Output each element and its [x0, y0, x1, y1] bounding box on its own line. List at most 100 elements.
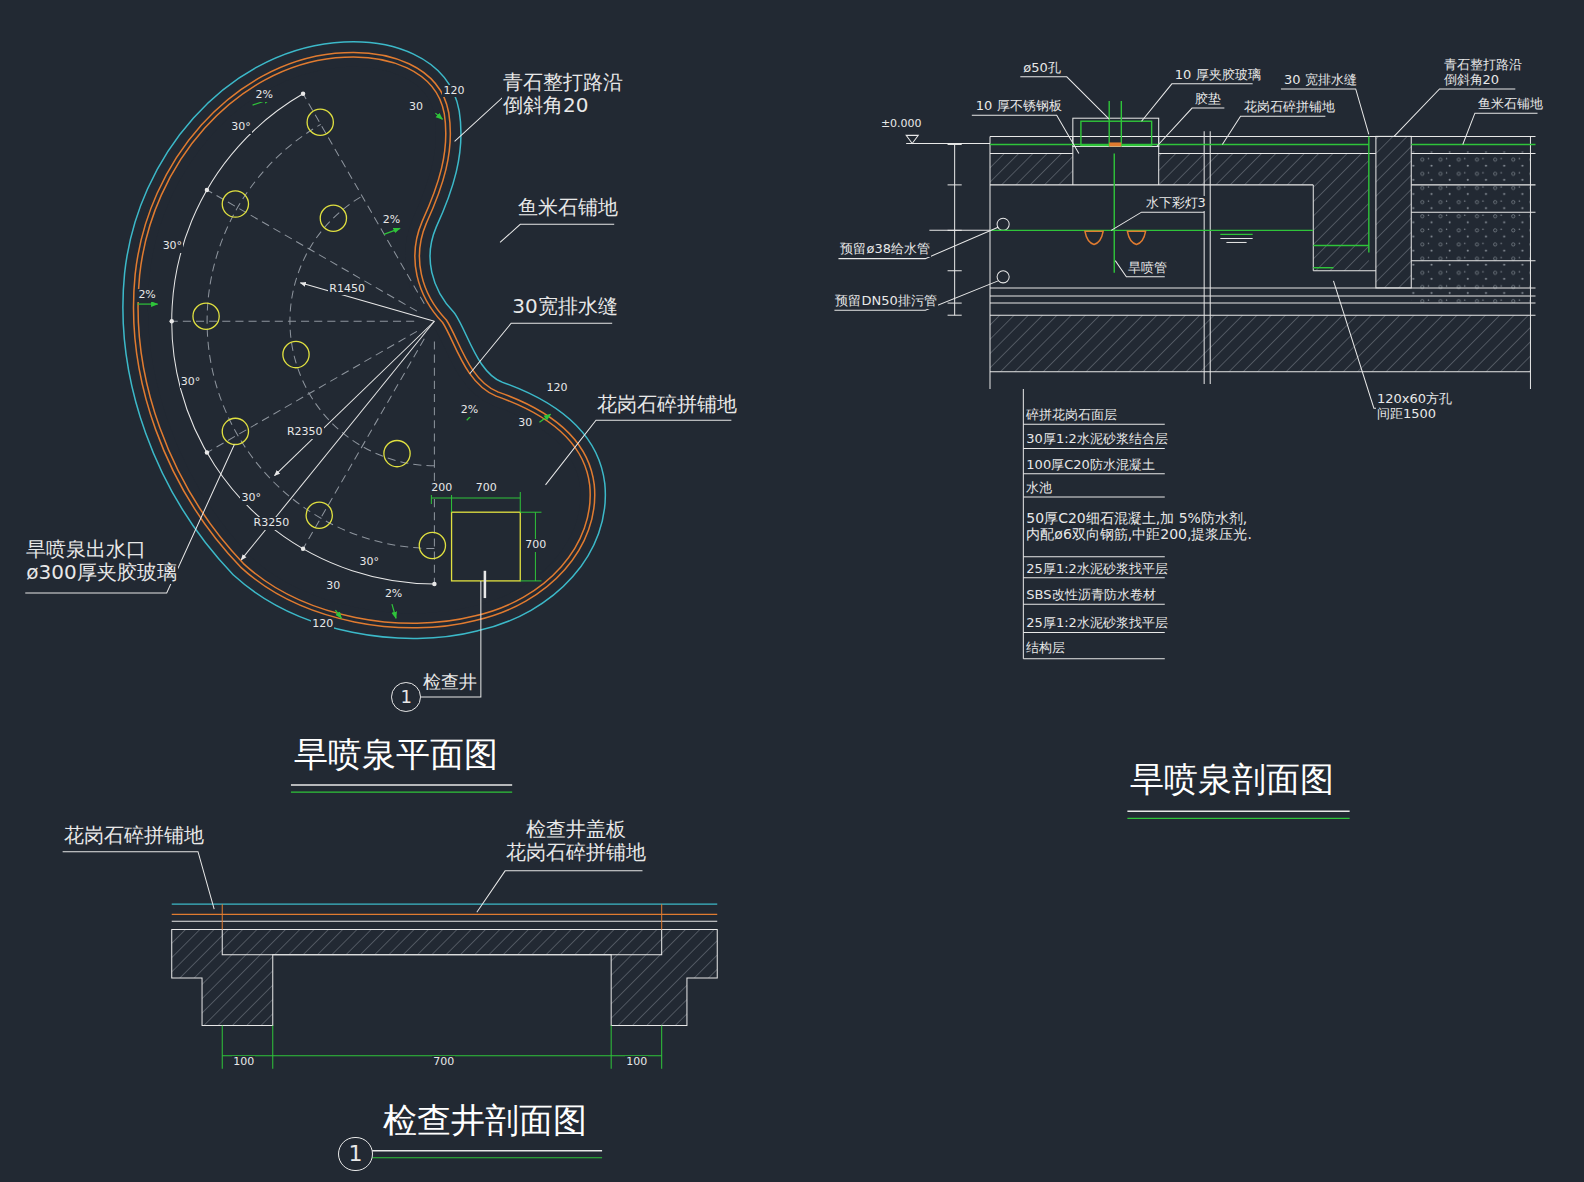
slope-arrows — [392, 604, 396, 618]
fountain-section — [990, 287, 1536, 288]
section-leaders — [972, 115, 1079, 153]
dimension: 100 — [232, 1056, 255, 1069]
dimension: 200 — [430, 482, 453, 495]
material-callout: 30 宽排水缝 — [1283, 73, 1358, 88]
fountain-section — [1411, 260, 1535, 261]
dimension: 30 — [408, 101, 424, 114]
section-leaders — [834, 77, 1537, 659]
fountain-section — [990, 230, 1313, 231]
dimension: 120 — [311, 618, 334, 631]
slope-arrows — [137, 303, 157, 304]
dimension: 120 — [442, 85, 465, 98]
inspection-well-section — [63, 852, 718, 1069]
layer-note: 水池 — [1025, 481, 1053, 496]
fountain-section — [906, 135, 918, 143]
fountain-section — [990, 303, 1536, 304]
fountain-layout-fan — [170, 319, 174, 323]
fountain-section — [948, 184, 962, 185]
fountain-section — [1085, 231, 1146, 244]
fountain-section — [948, 315, 962, 316]
fountain-section — [990, 184, 1313, 185]
fountain-layout-fan — [170, 92, 446, 587]
callout-circle: 1 — [338, 1137, 372, 1171]
inspection-well-section — [172, 921, 718, 922]
slope-arrows — [539, 414, 550, 422]
fountain-section — [1411, 212, 1535, 213]
inspection-well-section — [477, 871, 643, 912]
section-leaders — [1023, 389, 1024, 659]
section-leaders — [838, 227, 998, 258]
fountain-layout-fan — [434, 341, 435, 585]
fountain-section — [1210, 131, 1211, 384]
slope: 2% — [137, 289, 156, 302]
fountain-section — [1121, 101, 1122, 146]
fountain-section — [1411, 153, 1535, 154]
material-callout: 120x60方孔 间距1500 — [1376, 392, 1453, 422]
fountain-section — [948, 270, 962, 271]
material-callout: 30宽排水缝 — [511, 295, 618, 318]
layer-note: 碎拼花岗石面层 — [1025, 408, 1118, 423]
inspection-well-plan — [520, 512, 541, 513]
inspection-well-plan — [484, 571, 487, 598]
dimension: 700 — [475, 482, 498, 495]
slope: 2% — [384, 588, 403, 601]
fountain-outline — [136, 55, 593, 626]
fountain-layout-fan — [205, 331, 417, 453]
fountain-section — [1368, 136, 1369, 252]
slope: 2% — [382, 214, 401, 227]
inspection-well-section — [272, 1025, 273, 1068]
fountain-section — [906, 143, 990, 144]
fountain-layout-fan — [320, 205, 346, 231]
layer-note: 25厚1:2水泥砂浆找平层 — [1025, 562, 1168, 577]
material-callout: 10 厚夹胶玻璃 — [1174, 68, 1262, 83]
fountain-section — [1313, 245, 1369, 246]
title-underlines — [291, 784, 512, 785]
fountain-section — [989, 136, 990, 389]
fountain-section — [1226, 242, 1246, 243]
fountain-section — [1108, 101, 1109, 146]
fountain-outline — [136, 55, 593, 626]
layer-note: 50厚C20细石混凝土,加 5%防水剂, 内配ø6双向钢筋,中距200,提浆压光… — [1025, 510, 1289, 542]
plan-leaders — [500, 224, 614, 242]
layer-note: 30厚1:2水泥砂浆结合层 — [1025, 432, 1168, 447]
fountain-section — [1073, 118, 1159, 146]
fountain-layout-fan — [207, 124, 434, 548]
fountain-section — [1127, 231, 1145, 244]
fountain-layout-fan — [283, 341, 309, 367]
fountain-section — [997, 271, 1009, 283]
angle: 30° — [230, 121, 252, 134]
material-callout: 旱喷管 — [1127, 261, 1168, 276]
title-underlines — [372, 1157, 602, 1158]
fountain-section — [990, 154, 1073, 185]
material-callout: 检查井盖板 花岗石碎拼铺地 — [505, 818, 647, 864]
fountain-outline — [136, 55, 593, 626]
title-underlines — [291, 785, 1350, 1158]
section-leaders — [1023, 604, 1164, 605]
fountain-layout-fan — [205, 189, 417, 311]
material-callout: 胶垫 — [1194, 92, 1222, 107]
slope-arrows — [137, 99, 550, 618]
fountain-layout-fan — [432, 582, 436, 586]
slope-arrows — [335, 610, 341, 618]
radius: R1450 — [328, 283, 366, 296]
dimension: 30 — [325, 580, 341, 593]
section-leaders — [1023, 577, 1164, 578]
fountain-layout-fan — [301, 547, 305, 551]
section-leaders — [1023, 632, 1164, 633]
inspection-well-plan — [431, 498, 520, 499]
fountain-section — [1411, 152, 1530, 304]
section-leaders — [1023, 497, 1164, 498]
elevation: ±0.000 — [880, 118, 923, 131]
inspection-well-section — [611, 1025, 612, 1068]
fountain-section — [990, 315, 1536, 316]
material-callout: 水下彩灯3 — [1145, 196, 1207, 211]
fountain-layout-fan — [301, 92, 305, 96]
dimension: 100 — [625, 1056, 648, 1069]
fountain-section — [990, 136, 1536, 137]
drawing-title: 检查井剖面图 — [382, 1101, 588, 1140]
drawing-title: 旱喷泉剖面图 — [1129, 760, 1335, 799]
fountain-section — [1376, 136, 1411, 288]
dimension: 700 — [432, 1056, 455, 1069]
